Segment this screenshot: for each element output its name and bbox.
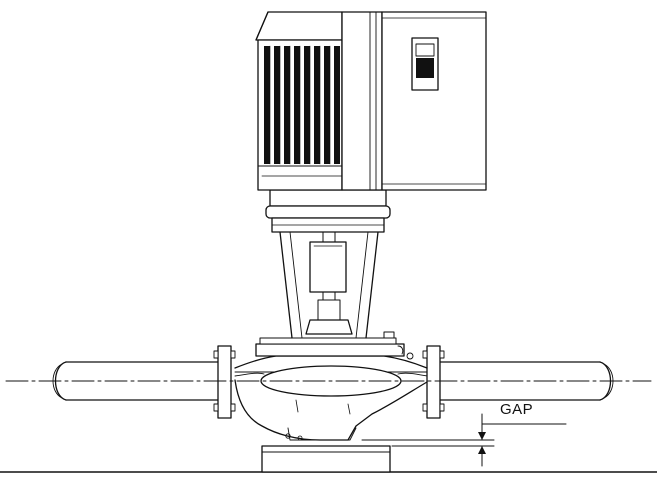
motor-fin-edges <box>269 45 331 165</box>
motor-stool <box>279 231 379 339</box>
shaft <box>305 223 353 335</box>
motor-fan-fins <box>264 46 340 164</box>
motor-flange <box>265 189 391 233</box>
base-support <box>261 445 391 473</box>
terminal-box <box>341 11 487 191</box>
gap-label: GAP <box>500 401 534 418</box>
coupling <box>309 241 347 293</box>
gap-dimension <box>361 413 567 467</box>
inlet-flange <box>213 345 236 419</box>
outlet-flange <box>422 345 445 419</box>
pump-casing <box>234 331 428 441</box>
